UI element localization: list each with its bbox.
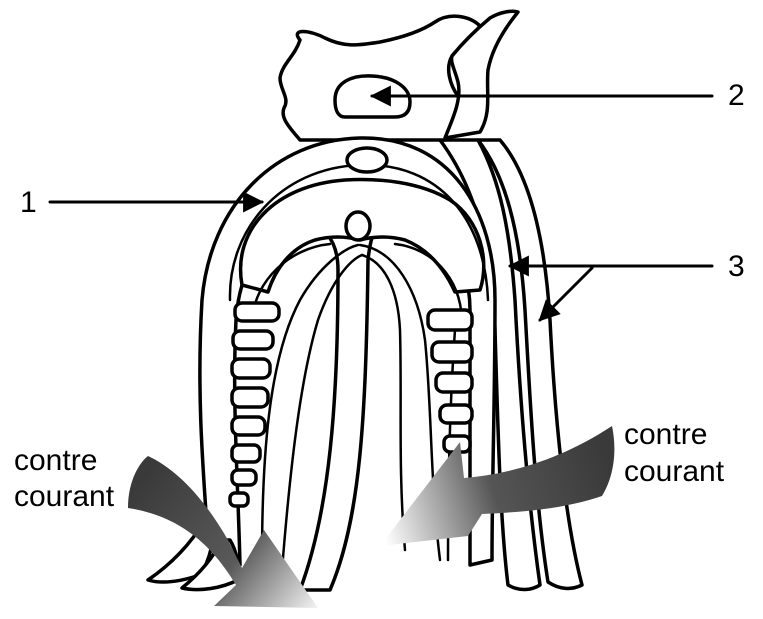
gill-arch-top xyxy=(280,11,518,140)
label-one: 1 xyxy=(20,186,37,219)
flow-left-line1: contre xyxy=(14,444,97,477)
flow-left-line2: courant xyxy=(14,480,115,513)
flow-right-line1: contre xyxy=(624,418,707,451)
label-three: 3 xyxy=(728,250,745,283)
label-two: 2 xyxy=(728,79,745,112)
flow-right-line2: courant xyxy=(624,455,725,488)
left-lamellae xyxy=(230,303,279,506)
